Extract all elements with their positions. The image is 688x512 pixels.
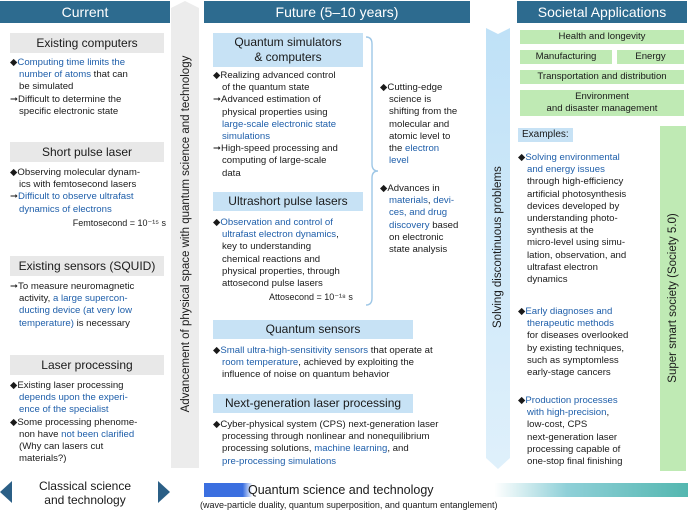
energy-box: Energy (617, 50, 684, 64)
manufacturing-box: Manufacturing (520, 50, 612, 64)
laser-processing-body: ◆Existing laser processing depends upon … (10, 380, 138, 465)
existing-sensors-body: ➞To measure neuromagnetic activity, a la… (10, 281, 135, 329)
short-pulse-laser-title: Short pulse laser (10, 142, 164, 162)
quantum-sensors-body: ◆Small ultra-high-sensitivity sensors th… (213, 345, 433, 381)
header-current: Current (0, 1, 170, 23)
quantum-sensors-title: Quantum sensors (213, 320, 413, 339)
super-smart-society-label: Super smart society (Society 5.0) (667, 213, 679, 383)
ultrashort-pulse-lasers-body: ◆Observation and control of ultrafast el… (213, 217, 353, 303)
examples-label: Examples: (518, 128, 573, 142)
classical-label: Classical science and technology (38, 479, 132, 507)
quantum-simulators-title: Quantum simulators & computers (213, 33, 363, 67)
bracket-note-1: ◆Cutting-edge science is shifting from t… (380, 82, 458, 167)
next-gen-laser-body: ◆Cyber-physical system (CPS) next-genera… (213, 419, 439, 467)
advancement-arrow-label: Advancement of physical space with quant… (180, 55, 192, 413)
next-gen-laser-title: Next-generation laser processing (213, 394, 413, 413)
quantum-sublabel: (wave-particle duality, quantum superpos… (200, 500, 498, 510)
solving-arrow-label: Solving discontinuous problems (492, 166, 504, 328)
example-early-diagnoses: ◆Early diagnoses and therapeutic methods… (518, 306, 629, 379)
quantum-gradient-arrow (204, 483, 688, 497)
solving-arrow (486, 28, 510, 469)
existing-sensors-title: Existing sensors (SQUID) (10, 256, 164, 276)
super-smart-society-bar (660, 126, 686, 471)
classical-arrow (0, 481, 170, 503)
existing-computers-title: Existing computers (10, 33, 164, 53)
health-longevity-box: Health and longevity (520, 30, 684, 44)
quantum-simulators-body: ◆Realizing advanced control of the quant… (213, 70, 338, 179)
example-environmental: ◆Solving environmental and energy issues… (518, 152, 627, 286)
ultrashort-pulse-lasers-title: Ultrashort pulse lasers (213, 192, 363, 211)
advancement-arrow (171, 1, 199, 468)
header-societal: Societal Applications (517, 1, 687, 23)
existing-computers-body: ◆Computing time limits the number of ato… (10, 57, 128, 117)
laser-processing-title: Laser processing (10, 355, 164, 375)
quantum-label: Quantum science and technology (248, 483, 434, 497)
example-production: ◆Production processes with high-precisio… (518, 395, 623, 468)
header-future: Future (5–10 years) (204, 1, 470, 23)
transportation-box: Transportation and distribution (520, 70, 684, 84)
bracket-note-2: ◆Advances in materials, devi- ces, and d… (380, 183, 459, 256)
future-bracket (365, 36, 379, 306)
environment-box: Environment and disaster management (520, 90, 684, 116)
short-pulse-laser-body: ◆Observing molecular dynam- ics with fem… (10, 167, 166, 228)
